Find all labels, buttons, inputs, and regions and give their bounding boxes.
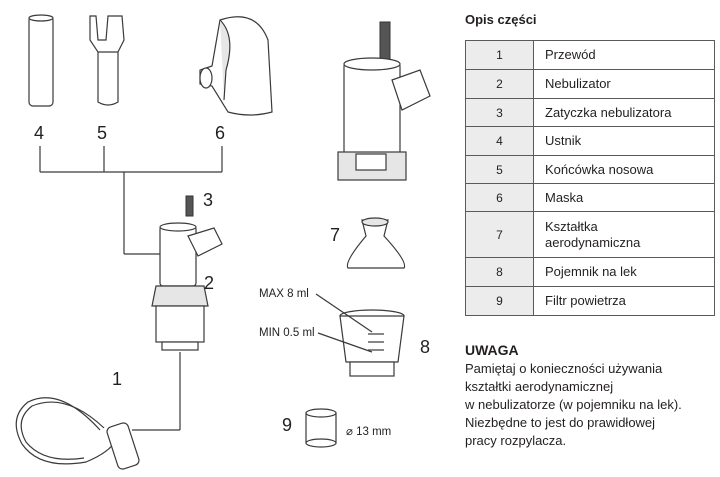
aerodynamic-insert-illustration [346,217,406,269]
table-row: 2 Nebulizator [465,69,715,99]
part-name: Ustnik [533,126,715,156]
filter-illustration [305,408,337,448]
part-name: Nebulizator [533,69,715,99]
warning-text: Pamiętaj o konieczności używania kształt… [465,360,715,450]
mouthpiece-illustration [28,14,54,107]
table-row: 6 Maska [465,183,715,212]
label-1: 1 [112,369,122,389]
table-row: 4 Ustnik [465,126,715,156]
mask-illustration [199,16,273,116]
nebulizer-detail-illustration [337,21,431,181]
table-row: 7 Kształtka aerodynamiczna [465,211,715,258]
warning-line: w nebulizatorze (w pojemniku na lek). [465,397,682,412]
warning-line: pracy rozpylacza. [465,433,567,448]
part-number: 8 [465,257,534,287]
parts-table-title: Opis części [465,12,537,27]
table-row: 9 Filtr powietrza [465,286,715,316]
part-name: Kształtka aerodynamiczna [533,211,715,258]
part-number: 1 [465,40,534,70]
table-row: 1 Przewód [465,40,715,70]
label-6: 6 [215,123,225,143]
tube-illustration [15,352,181,470]
parts-panel: Opis części 1 Przewód 2 Nebulizator 3 Za… [465,10,715,450]
part-number: 4 [465,126,534,156]
part-number: 2 [465,69,534,99]
warning-title: UWAGA [465,342,519,358]
part-number: 9 [465,286,534,316]
part-name: Końcówka nosowa [533,155,715,184]
part-name: Filtr powietrza [533,286,715,316]
table-row: 8 Pojemnik na lek [465,257,715,287]
nebulizer-assembly-illustration [151,195,223,351]
bracket-lines [39,146,223,255]
part-number: 5 [465,155,534,184]
label-3: 3 [203,190,213,210]
part-name: Pojemnik na lek [533,257,715,287]
label-9: 9 [282,415,292,435]
parts-table: 1 Przewód 2 Nebulizator 3 Zatyczka nebul… [465,40,715,316]
part-number: 7 [465,211,534,258]
label-8: 8 [420,337,430,357]
label-5: 5 [97,123,107,143]
max-label: MAX 8 ml [259,288,309,300]
warning-line: Niezbędne to jest do prawidłowej [465,415,656,430]
warning-line: Pamiętaj o konieczności używania [465,361,663,376]
medicine-cup-illustration [339,309,405,377]
part-name-line: aerodynamiczna [545,234,641,250]
parts-diagram: 4 5 6 3 2 1 [15,14,431,470]
label-4: 4 [34,123,44,143]
min-label: MIN 0.5 ml [259,327,315,339]
part-number: 3 [465,98,534,127]
nasal-tip-illustration [89,15,125,106]
label-7: 7 [330,225,340,245]
part-name: Zatyczka nebulizatora [533,98,715,127]
part-number: 6 [465,183,534,212]
part-name: Maska [533,183,715,212]
part-name-line: Kształtka [545,218,598,234]
part-name: Przewód [533,40,715,70]
filter-size: ⌀ 13 mm [346,426,391,438]
warning-line: kształtki aerodynamicznej [465,379,614,394]
table-row: 3 Zatyczka nebulizatora [465,98,715,127]
label-2: 2 [204,273,214,293]
table-row: 5 Końcówka nosowa [465,155,715,184]
